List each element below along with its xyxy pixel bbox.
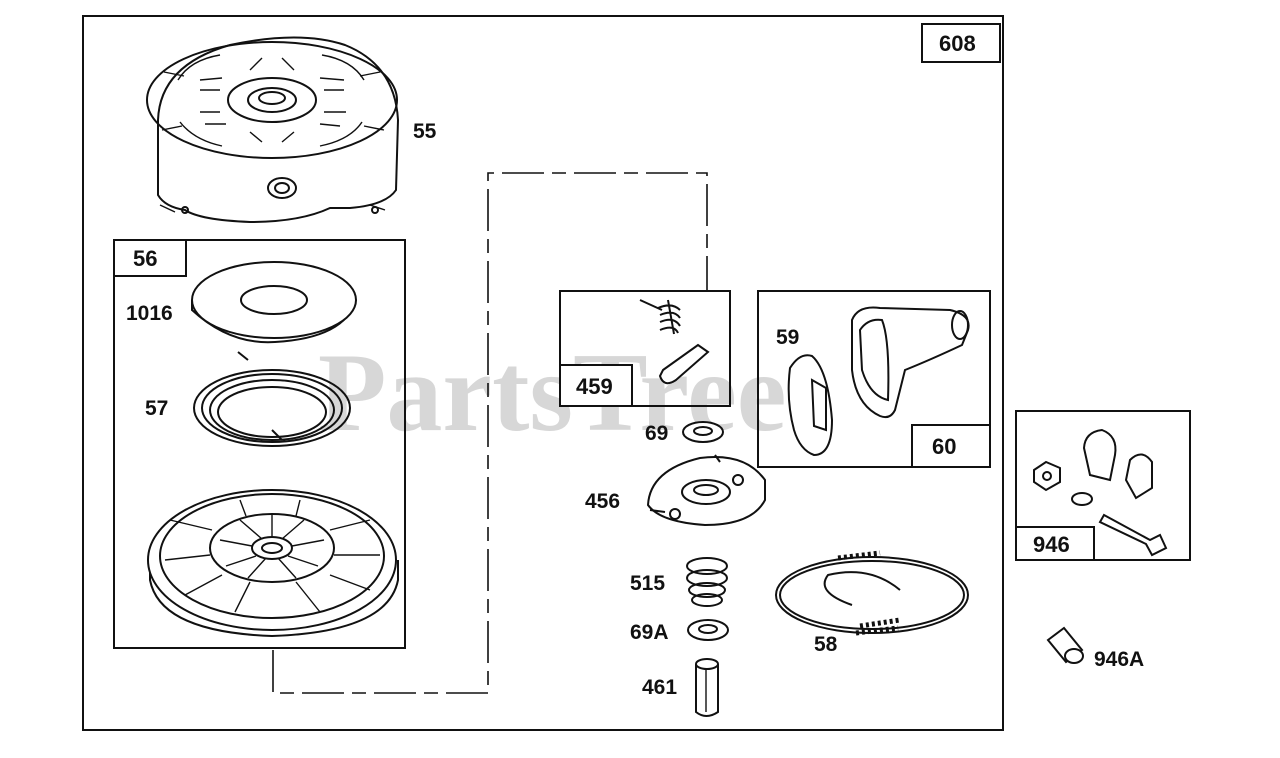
assembly-connector [272, 172, 708, 694]
spring-515[interactable] [686, 557, 728, 607]
starter-handle[interactable] [851, 306, 970, 419]
handle-label[interactable]: 60 [932, 434, 956, 459]
spring-kit-box [559, 290, 731, 407]
part-label-handle-insert[interactable]: 59 [776, 326, 799, 349]
hardware-label[interactable]: 946 [1033, 532, 1070, 557]
starter-pulley-label-box [113, 239, 187, 277]
handle-label-box [911, 424, 991, 468]
bushing-946a[interactable] [1046, 626, 1084, 664]
hardware-label-box [1015, 526, 1095, 561]
part-label-washer-1016[interactable]: 1016 [126, 302, 173, 325]
part-label-washer-69[interactable]: 69 [645, 422, 668, 445]
starter-pulley-box [113, 239, 406, 649]
part-label-rope[interactable]: 58 [814, 633, 838, 656]
part-label-retainer[interactable]: 456 [585, 490, 620, 513]
part-label-bushing-946a[interactable]: 946A [1094, 648, 1144, 671]
starter-pulley[interactable] [147, 489, 399, 638]
part-label-washer-69a[interactable]: 69A [630, 621, 669, 644]
part-label-housing[interactable]: 55 [413, 120, 437, 143]
hardware-parts[interactable] [1033, 428, 1168, 557]
spring-kit-label-box [559, 364, 633, 407]
part-label-pin-461[interactable]: 461 [642, 676, 677, 699]
handle-box [757, 290, 991, 468]
rewind-spring[interactable] [193, 351, 351, 447]
starter-pulley-label[interactable]: 56 [133, 246, 157, 271]
part-label-rewind-spring[interactable]: 57 [145, 397, 168, 420]
spring-kit-label[interactable]: 459 [576, 374, 613, 399]
assembly-frame [82, 15, 1004, 731]
retainer-456[interactable] [646, 454, 766, 527]
washer-1016[interactable] [191, 261, 357, 344]
part-label-spring-515[interactable]: 515 [630, 572, 665, 595]
starter-housing[interactable] [146, 36, 400, 224]
assembly-label-box [921, 23, 1001, 63]
washer-69a[interactable] [687, 619, 729, 641]
assembly-label[interactable]: 608 [939, 31, 976, 56]
washer-69[interactable] [682, 421, 724, 443]
spring-kit-parts[interactable] [639, 299, 710, 385]
starter-rope[interactable] [775, 550, 969, 636]
handle-insert[interactable] [787, 354, 834, 457]
pin-461[interactable] [695, 658, 719, 717]
hardware-box [1015, 410, 1191, 561]
